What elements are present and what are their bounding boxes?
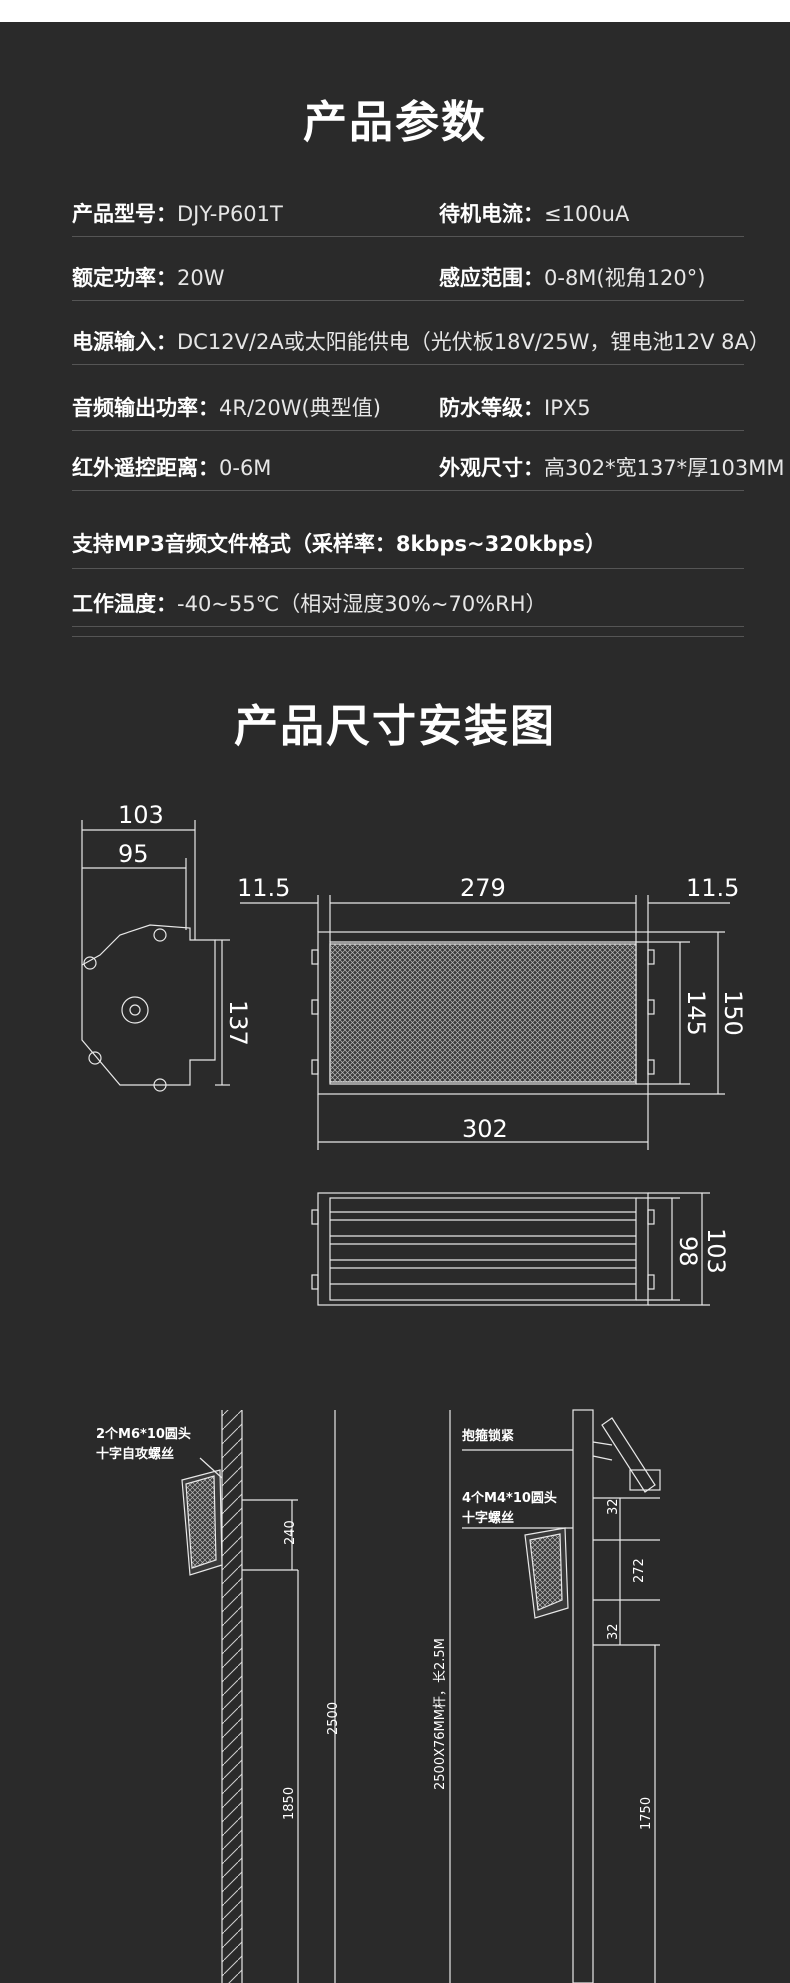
dim-279-label: 279 xyxy=(460,874,506,902)
spec-label: 工作温度： xyxy=(72,592,177,616)
spec-label: 额定功率： xyxy=(72,266,177,290)
spec-row: 支持MP3音频文件格式（采样率：8kbps~320kbps） xyxy=(72,520,744,569)
screw-label-1b: 十字自攻螺丝 xyxy=(96,1446,174,1462)
measure-272: 272 xyxy=(632,1558,647,1583)
spec-value: ≤100uA xyxy=(544,202,630,226)
pole-label: 2500X76MM杆，长2.5M xyxy=(433,1638,448,1790)
spec-value: 高302*宽137*厚103MM xyxy=(544,456,785,480)
dim-137-label: 137 xyxy=(224,1000,252,1046)
measure-240: 240 xyxy=(283,1520,298,1545)
dim-11-5-right-label: 11.5 xyxy=(686,874,739,902)
spec-label: 防水等级： xyxy=(439,396,544,420)
spec-label: 音频输出功率： xyxy=(72,396,219,420)
side-view-drawing xyxy=(81,820,230,1092)
spec-value: IPX5 xyxy=(544,396,591,420)
install-title: 产品尺寸安装图 xyxy=(234,701,556,752)
spec-row: 红外遥控距离：0-6M 外观尺寸：高302*宽137*厚103MM xyxy=(72,446,785,491)
dim-103-label: 103 xyxy=(118,801,164,829)
spec-row: 工作温度：-40~55℃（相对湿度30%~70%RH） xyxy=(72,582,744,627)
spec-label: 电源输入： xyxy=(72,330,177,354)
spec-value: -40~55℃（相对湿度30%~70%RH） xyxy=(177,592,547,616)
top-white-strip xyxy=(0,0,790,22)
spec-row: 电源输入：DC12V/2A或太阳能供电（光伏板18V/25W，锂电池12V 8A… xyxy=(72,320,770,365)
install-measurements: 240 2500 1850 32 272 32 2500X76MM杆，长2.5M… xyxy=(282,1498,654,1830)
pole-install-drawing xyxy=(449,1409,661,1983)
spec-value: DC12V/2A或太阳能供电（光伏板18V/25W，锂电池12V 8A） xyxy=(177,330,770,354)
dim-95-label: 95 xyxy=(118,840,149,868)
dim-302-label: 302 xyxy=(462,1115,508,1143)
hoop-label: 抱箍锁紧 xyxy=(462,1428,514,1444)
spec-value: 0-6M xyxy=(219,456,272,480)
dim-150-label: 150 xyxy=(719,990,747,1036)
spec-value: 20W xyxy=(177,266,225,290)
params-title: 产品参数 xyxy=(303,97,487,148)
spec-row: 产品型号：DJY-P601T 待机电流：≤100uA xyxy=(72,192,744,237)
dim-103-side-label: 103 xyxy=(702,1228,730,1274)
measure-1750: 1750 xyxy=(639,1797,654,1830)
wall-install-drawing xyxy=(181,1410,336,1983)
divider xyxy=(72,636,744,637)
dimension-labels: 103 95 137 11.5 279 11.5 145 150 302 98 … xyxy=(118,801,747,1274)
screw-label-2a: 4个M4*10圆头 xyxy=(462,1490,557,1506)
spec-label: 待机电流： xyxy=(439,202,544,226)
spec-label: 外观尺寸： xyxy=(439,456,544,480)
measure-2500: 2500 xyxy=(326,1702,341,1735)
measure-1850: 1850 xyxy=(282,1787,297,1820)
spec-label: 红外遥控距离： xyxy=(72,456,219,480)
measure-32a: 32 xyxy=(606,1498,621,1515)
spec-label: 感应范围： xyxy=(439,266,544,290)
dim-11-5-left-label: 11.5 xyxy=(237,874,290,902)
spec-value: 4R/20W(典型值) xyxy=(219,396,381,420)
spec-label: 支持MP3音频文件格式（采样率：8kbps~320kbps） xyxy=(72,532,607,556)
screw-label-2b: 十字螺丝 xyxy=(462,1510,514,1526)
install-labels: 2个M6*10圆头 十字自攻螺丝 抱箍锁紧 4个M4*10圆头 十字螺丝 xyxy=(96,1426,557,1526)
screw-label-1a: 2个M6*10圆头 xyxy=(96,1426,191,1442)
front-view-drawing xyxy=(240,895,730,1150)
dim-98-label: 98 xyxy=(674,1236,702,1267)
measure-32b: 32 xyxy=(606,1623,621,1640)
bottom-view-drawing xyxy=(311,1192,710,1306)
spec-row: 额定功率：20W 感应范围：0-8M(视角120°) xyxy=(72,256,744,301)
spec-label: 产品型号： xyxy=(72,202,177,226)
spec-row: 音频输出功率：4R/20W(典型值) 防水等级：IPX5 xyxy=(72,386,744,431)
dim-145-label: 145 xyxy=(682,990,710,1036)
spec-value: DJY-P601T xyxy=(177,202,283,226)
spec-value: 0-8M(视角120°) xyxy=(544,266,706,290)
